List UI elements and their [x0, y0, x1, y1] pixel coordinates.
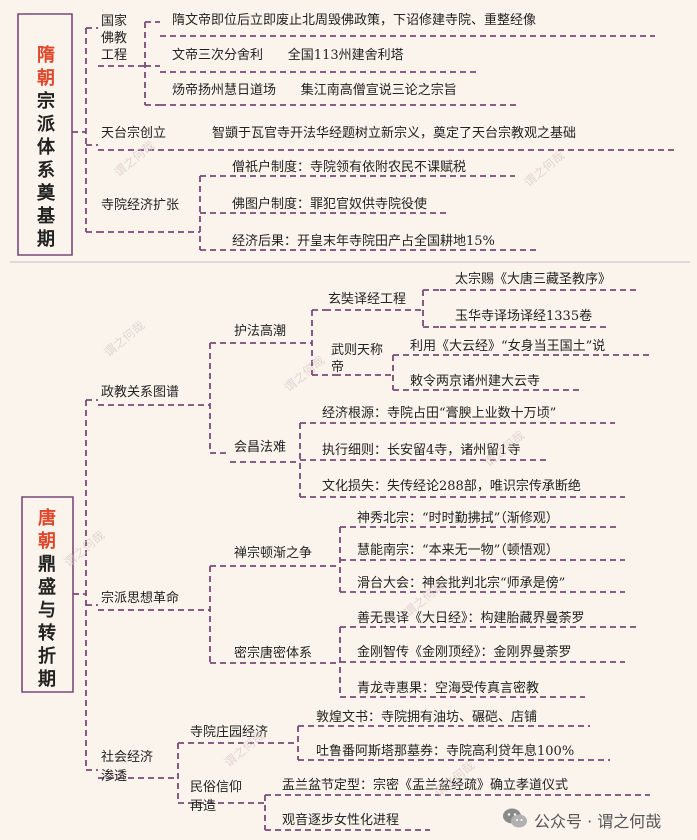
footer-account: 公众号 · 谓之何哉: [500, 803, 697, 835]
footer-prefix: 公众号 ·: [534, 812, 598, 831]
leaf-text: 智顗于瓦官寺开法华经题树立新宗义，奠定了天台宗教观之基础: [212, 126, 577, 141]
leaf-text: 吐鲁番阿斯塔那墓券：寺院高利贷年息100%: [316, 744, 575, 759]
leaf-text: 滑台大会：神会批判北宗“师承是傍”: [357, 576, 566, 591]
branch-label: 天台宗创立: [101, 126, 167, 141]
leaf-text: 文帝三次分舍利 全国113州建舍利塔: [172, 48, 404, 63]
footer-name: 谓之何哉: [597, 812, 662, 831]
leaf-text: 文化损失：失传经论288部，唯识宗传承断绝: [322, 479, 581, 494]
leaf-text: 青龙寺惠果：空海受传真言密教: [357, 681, 540, 696]
branch-label: 国家佛教工程: [101, 14, 128, 63]
wechat-icon: [503, 808, 527, 828]
leaf-text: 盂兰盆节定型：宗密《盂兰盆经疏》确立孝道仪式: [282, 778, 569, 793]
leaf-text: 经济后果：开皇末年寺院田产占全国耕地15%: [232, 234, 495, 249]
leaf-text: 善无畏译《大日经》：构建胎藏界曼荼罗: [357, 611, 585, 626]
leaf-text: 玉华寺译场译经1335卷: [455, 309, 593, 324]
leaf-text: 利用《大云经》“女身当王国土”说: [410, 339, 606, 354]
sub-branch-label: 禅宗顿渐之争: [234, 546, 313, 561]
sui-title-red: 隋朝: [37, 45, 55, 89]
sui-period-title: 隋朝 宗派体系奠基期: [31, 44, 61, 251]
branch-label: 寺院经济扩张: [101, 198, 180, 213]
sub-branch-label: 民俗信仰再造: [190, 780, 243, 814]
leaf-text: 金刚智传《金刚顶经》：金刚界曼荼罗: [357, 645, 572, 660]
leaf-text: 执行细则：长安留4寺，诸州留1寺: [322, 443, 521, 458]
sub-branch-label: 寺院庄园经济: [190, 725, 269, 740]
footer-label: 公众号 · 谓之何哉: [534, 808, 661, 832]
leaf-text: 太宗赐《大唐三藏圣教序》: [455, 272, 612, 287]
leaf-text: 佛图户制度：罪犯官奴供寺院役使: [232, 197, 428, 212]
sub-branch-label: 密宗唐密体系: [234, 646, 313, 661]
sub-branch-label: 武则天称帝: [331, 343, 384, 375]
leaf-text: 敦煌文书：寺院拥有油坊、碾硙、店铺: [316, 710, 538, 725]
sub-branch-label: 玄奘译经工程: [328, 292, 407, 307]
leaf-text: 敕令两京诸州建大云寺: [410, 374, 541, 389]
leaf-text: 经济根源：寺院占田“膏腴上业数十万顷”: [322, 406, 557, 421]
branch-label: 宗派思想革命: [101, 591, 180, 606]
leaf-text: 隋文帝即位后立即废止北周毁佛政策，下诏修建寺院、重整经像: [172, 13, 537, 28]
leaf-text: 慧能南宗：“本来无一物”（顿悟观）: [357, 543, 559, 558]
branch-label: 政教关系图谱: [101, 385, 180, 400]
tang-title-red: 唐朝: [38, 508, 56, 552]
leaf-text: 炀帝扬州慧日道场 集江南高僧宣说三论之宗旨: [172, 83, 457, 98]
sui-title-black: 宗派体系奠基期: [37, 91, 55, 250]
sub-branch-label: 会昌法难: [234, 440, 287, 455]
branch-label: 社会经济渗透: [101, 750, 154, 784]
leaf-text: 僧祇户制度：寺院领有依附农民不课赋税: [232, 160, 467, 175]
tang-period-title: 唐朝 鼎盛与转折期: [32, 507, 62, 691]
leaf-text: 神秀北宗：“时时勤拂拭”（渐修观）: [357, 511, 559, 526]
sub-branch-label: 护法高潮: [234, 324, 287, 339]
leaf-text: 观音逐步女性化进程: [282, 813, 400, 828]
tang-title-black: 鼎盛与转折期: [38, 554, 56, 690]
